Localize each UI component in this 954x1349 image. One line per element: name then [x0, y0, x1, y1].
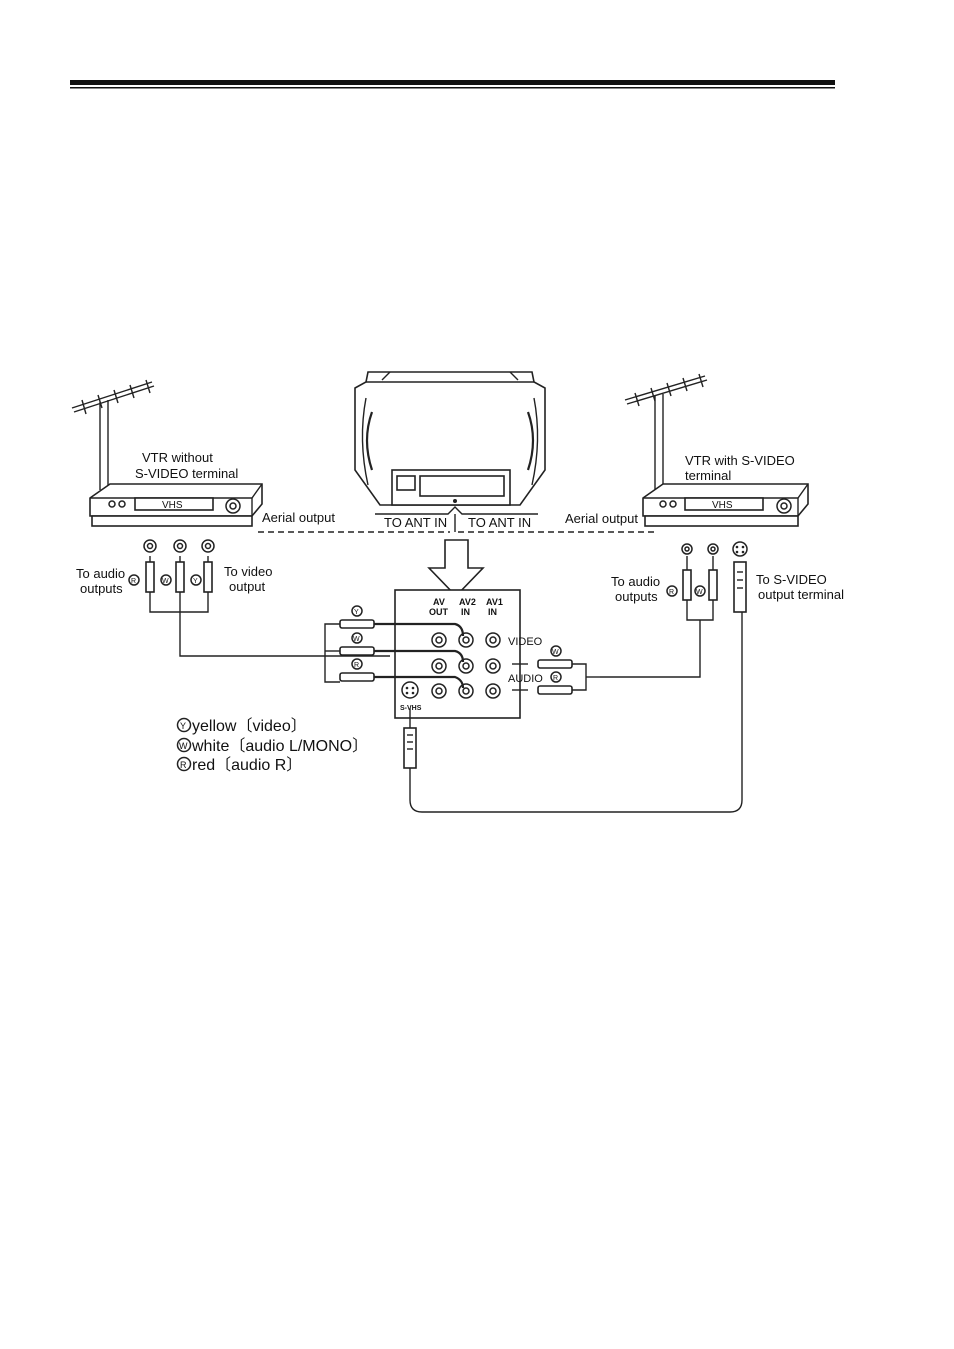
- right-aerial-output-label: Aerial output: [565, 511, 638, 526]
- panel-right-plugs: W R: [537, 645, 600, 695]
- left-antenna-icon: [71, 379, 155, 490]
- right-plug-mark-w: W: [696, 589, 703, 596]
- right-audio-label-line1: To audio: [611, 574, 660, 589]
- panel-col-av1-1: AV1: [486, 597, 503, 607]
- panel-row-video: VIDEO: [508, 636, 543, 648]
- ant-in-bracket: [375, 506, 538, 515]
- left-video-label-line1: To video: [224, 564, 272, 579]
- right-antenna-icon: [624, 373, 708, 490]
- right-rca-plugs: R W: [600, 556, 747, 678]
- panel-svhs-label: S-VHS: [400, 705, 422, 712]
- tv-ant-in-left: TO ANT IN: [384, 515, 447, 530]
- right-panel-plug-mark-r: R: [553, 675, 558, 682]
- left-plug-mark-y: Y: [193, 578, 198, 585]
- legend-white: white〔audio L/MONO〕: [191, 737, 368, 755]
- panel-plug-mark-w: W: [353, 636, 360, 643]
- left-vtr-output-jacks: [143, 539, 215, 553]
- legend-yellow: yellow〔video〕: [192, 717, 307, 735]
- right-plug-mark-r: R: [669, 589, 674, 596]
- right-vtr-label-line1: VTR with S-VIDEO: [685, 453, 795, 468]
- panel-col-av-out-2: OUT: [429, 607, 449, 617]
- panel-col-av1-2: IN: [488, 607, 497, 617]
- right-vtr-label-line2: terminal: [685, 468, 731, 483]
- left-vtr-label-line2: S-VIDEO terminal: [135, 466, 238, 481]
- panel-col-av2-1: AV2: [459, 597, 476, 607]
- left-audio-label-line2: outputs: [80, 581, 123, 596]
- left-plug-mark-r: R: [131, 578, 136, 585]
- right-svideo-label-line1: To S-VIDEO: [756, 572, 827, 587]
- panel-col-av2-2: IN: [461, 607, 470, 617]
- right-vtr-deck-text: VHS: [712, 500, 733, 511]
- right-vtr: VTR with S-VIDEO terminal VHS: [642, 453, 809, 527]
- panel-plug-mark-r: R: [354, 662, 359, 669]
- left-plug-mark-w: W: [162, 578, 169, 585]
- left-aerial-output-label: Aerial output: [262, 510, 335, 525]
- legend-mark-w: W: [179, 741, 188, 751]
- av2-input-leads: [374, 622, 465, 689]
- tv-back-view: [354, 371, 546, 506]
- legend-mark-r: R: [180, 760, 187, 770]
- left-audio-label-line1: To audio: [76, 566, 125, 581]
- panel-plug-mark-y: Y: [354, 609, 359, 616]
- right-svideo-label-line2: output terminal: [758, 587, 844, 602]
- left-vtr: VTR without S-VIDEO terminal VHS: [89, 450, 263, 527]
- right-vtr-output-jacks: [681, 541, 748, 557]
- svhs-cable: [403, 612, 743, 813]
- right-panel-plug-mark-w: W: [552, 649, 559, 656]
- header-rule: [70, 80, 835, 89]
- av-terminal-panel: AV OUT AV2 IN AV1 IN S-VHS: [394, 589, 521, 719]
- panel-row-audio: AUDIO: [508, 673, 543, 685]
- left-vtr-deck-text: VHS: [162, 500, 183, 511]
- right-audio-label-line2: outputs: [615, 589, 658, 604]
- legend-mark-y: Y: [180, 721, 186, 731]
- panel-col-av-out-1: AV: [433, 597, 445, 607]
- legend-red: red〔audio R〕: [192, 756, 302, 774]
- color-legend: Y yellow〔video〕 W white〔audio L/MONO〕 R …: [176, 717, 368, 774]
- tv-ant-in-right: TO ANT IN: [468, 515, 531, 530]
- panel-left-plugs: Y W R: [324, 605, 375, 683]
- zoom-arrow-icon: [427, 539, 485, 598]
- left-video-label-line2: output: [229, 579, 266, 594]
- left-rca-plugs: R W Y: [128, 556, 390, 657]
- left-vtr-label-line1: VTR without: [142, 450, 213, 465]
